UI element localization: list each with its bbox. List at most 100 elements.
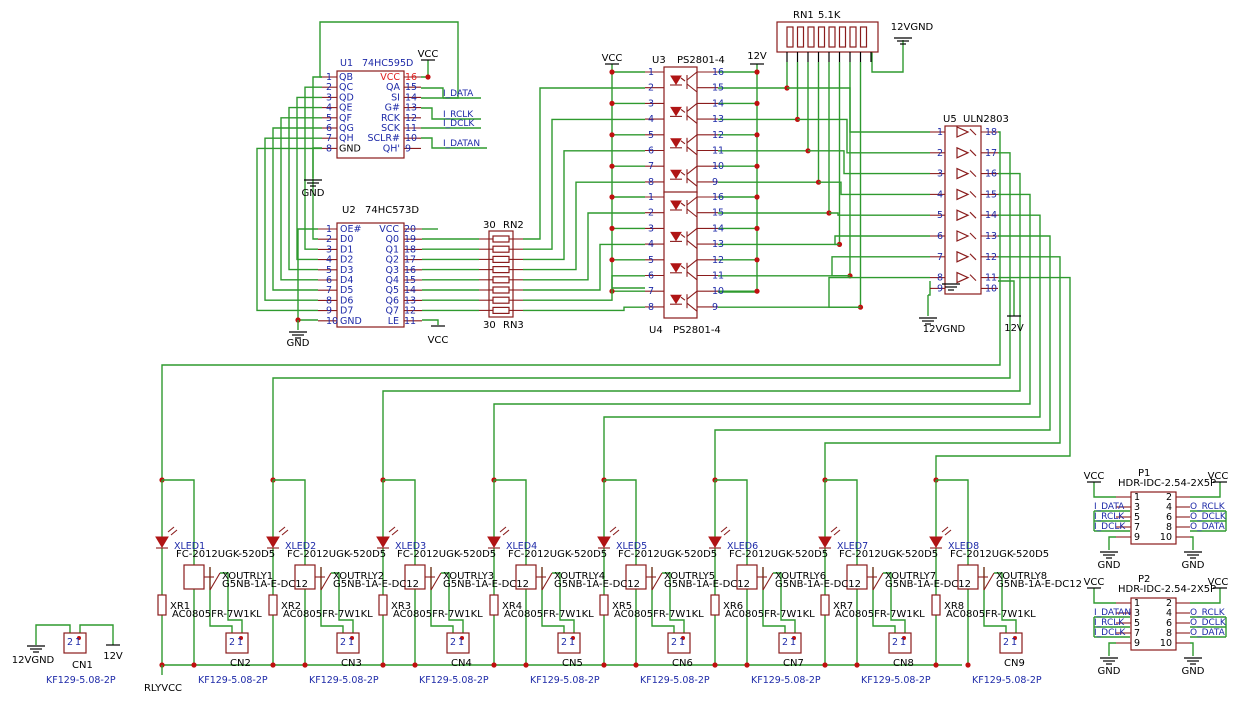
ic-u1-pin-number: 5: [326, 113, 332, 124]
ground-label: 12VGND: [891, 22, 934, 33]
resnet-rn2-value: 30: [483, 220, 496, 231]
header-pin-number: 1: [1134, 598, 1140, 609]
ic-u2-pin-number: 4: [326, 255, 332, 266]
photo-transistor-icon: [686, 196, 698, 206]
light-arrow-icon: [941, 526, 949, 533]
photo-transistor-icon: [686, 271, 698, 281]
bus-wire: [304, 86, 322, 250]
resistor-value: AC0805FR-7W1KL: [614, 609, 704, 620]
diode-icon: [969, 128, 977, 136]
connector-pin-number: 2: [450, 637, 456, 648]
ic-u2-pin-name: OE#: [340, 224, 361, 235]
connector-value: KF129-5.08-2P: [309, 675, 379, 686]
header-value: HDR-IDC-2.54-2X5P: [1118, 584, 1216, 595]
ic-u2-pin-number: 3: [326, 244, 332, 255]
ground-label: GND: [1182, 666, 1205, 677]
bus-wire: [280, 117, 322, 281]
ic-u2-pin-name: Q7: [385, 306, 399, 317]
power-label: 12V: [1004, 323, 1024, 334]
opto-pin-number: 6: [648, 271, 654, 282]
driver-pin-number: 6: [937, 231, 943, 242]
wire: [421, 107, 443, 120]
wire: [430, 567, 454, 633]
wire: [331, 572, 354, 633]
driver-pin-number: 2: [937, 148, 943, 159]
ic-u1-pin-number: 12: [405, 113, 417, 124]
junction-dot: [609, 225, 615, 231]
junction-dot: [270, 662, 276, 668]
ic-u1-pin-number: 6: [326, 123, 332, 134]
wire: [762, 567, 786, 633]
wire: [1093, 482, 1116, 498]
header-pin-number: 8: [1166, 522, 1172, 533]
resistor-body: [599, 594, 609, 616]
led-diode-icon: [670, 263, 682, 273]
resnet-element: [492, 245, 510, 253]
connector-pin1-dot: [460, 636, 464, 640]
rn-opto-wire: [523, 243, 645, 291]
junction-dot: [754, 69, 760, 75]
opto-pin-number: 7: [648, 161, 654, 172]
ic-u2-body: [336, 222, 405, 328]
light-arrow-icon: [944, 529, 952, 536]
connector-pin-number: 1: [569, 637, 575, 648]
ic-u2-pin-number: 9: [326, 306, 332, 317]
relay-value: G5NB-1A-E-DC12: [222, 579, 308, 590]
resistor-ref: XR7: [833, 601, 853, 612]
wire: [983, 567, 1007, 633]
opto-ref: U4: [649, 325, 663, 336]
opto-pin-number: 10: [712, 286, 724, 297]
resistor-body: [378, 594, 388, 616]
diode-icon: [969, 149, 977, 157]
ic-u2-pin-name: Q0: [385, 234, 399, 245]
junction-dot: [822, 662, 828, 668]
opto-pin-number: 8: [648, 302, 654, 313]
led-diode-icon: [670, 106, 682, 117]
opto-pin-number: 14: [712, 223, 724, 234]
led-diode-icon: [670, 231, 682, 242]
connector-value: KF129-5.08-2P: [419, 675, 489, 686]
power-label: VCC: [602, 53, 623, 64]
resnet-element: [492, 266, 510, 274]
uln-in-wire: [831, 256, 930, 277]
connector-ref: CN4: [451, 658, 472, 669]
ic-u1-pin-name: QD: [339, 92, 354, 103]
driver-pin-number: 10: [985, 283, 997, 294]
wire: [1190, 642, 1194, 656]
connector-ref: CN5: [562, 658, 583, 669]
net-label: I_RCLK: [443, 110, 474, 120]
ic-u2-pin-number: 2: [326, 234, 332, 245]
driver-pin-number: 11: [985, 273, 997, 284]
ic-u2-value: 74HC573D: [365, 205, 419, 216]
junction-dot: [754, 257, 760, 263]
opto-pin-number: 11: [712, 271, 724, 282]
relay-coil: [183, 564, 205, 590]
driver-pin-number: 3: [937, 169, 943, 180]
ic-u2-pin-name: Q4: [385, 275, 399, 286]
wire: [494, 479, 527, 565]
ground-label: GND: [302, 188, 325, 199]
diode-icon: [969, 191, 977, 198]
ic-u1-value: 74HC595D: [362, 58, 413, 69]
wire: [662, 572, 685, 633]
relay-value: G5NB-1A-E-DC12: [996, 579, 1082, 590]
rn-opto-wire: [523, 150, 645, 261]
driver-out-wire: [603, 214, 1041, 480]
ic-u2-pin-name: D2: [340, 255, 353, 266]
junction-dot: [754, 100, 760, 106]
ic-u2-pin-name: Q1: [385, 244, 399, 255]
driver-pin-number: 7: [937, 252, 943, 263]
header-body: [1130, 491, 1177, 545]
ic-u1-pin-number: 4: [326, 103, 332, 114]
opto-pin-number: 2: [648, 83, 654, 94]
ic-u1-pin-name: QH': [383, 143, 400, 154]
net-label: I_RCLK: [1094, 618, 1125, 628]
connector-pin-number: 2: [1003, 637, 1009, 648]
ic-u2-ref: U2: [342, 205, 356, 216]
ic-u2-pin-number: 18: [404, 244, 416, 255]
resnet-element: [492, 255, 510, 263]
relay-contact: [872, 572, 884, 591]
opto-pin-number: 11: [712, 146, 724, 157]
wire: [441, 572, 464, 633]
